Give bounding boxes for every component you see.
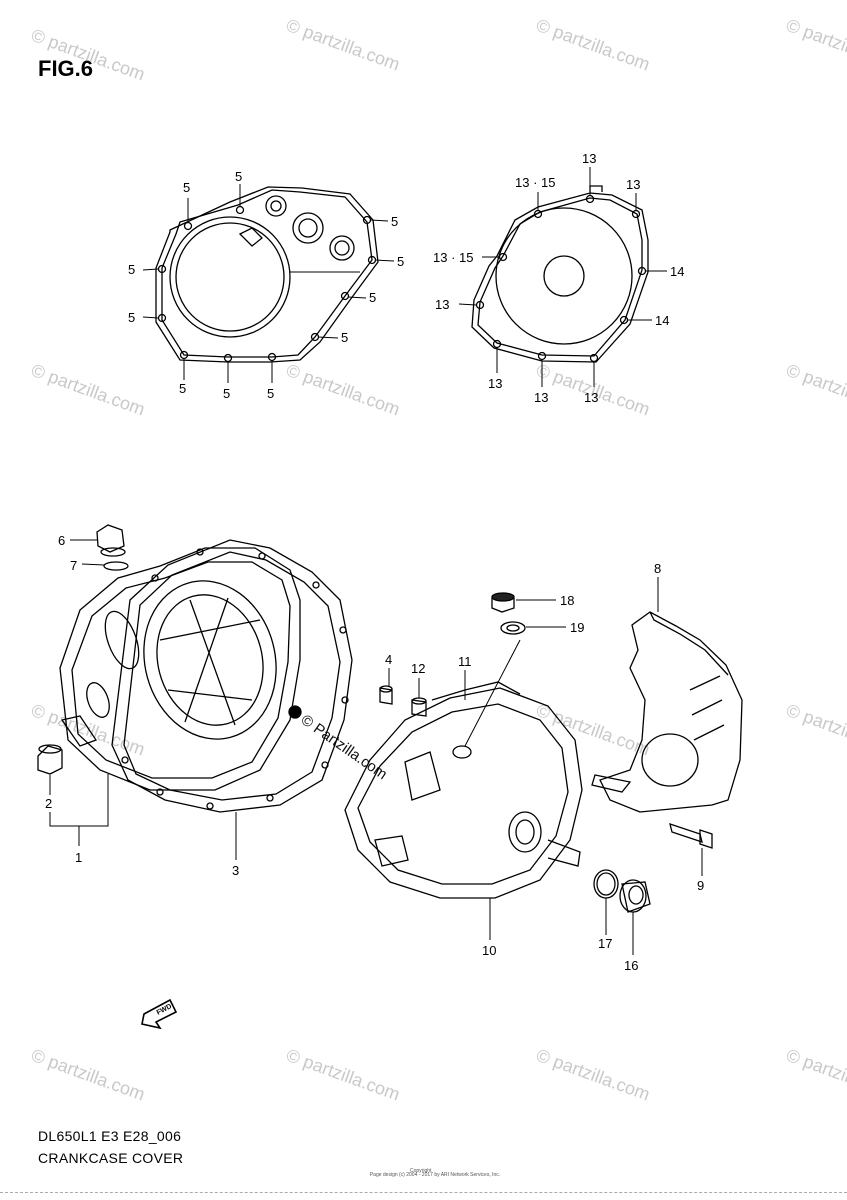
callout-13: 13 xyxy=(488,376,502,391)
bolt-9 xyxy=(669,823,713,876)
callout-5: 5 xyxy=(183,180,190,195)
figure-code: DL650L1 E3 E28_006 xyxy=(38,1128,182,1144)
callout-14: 14 xyxy=(670,264,684,279)
washer-19 xyxy=(500,621,566,635)
watermark-text: © partzilla.com xyxy=(284,1045,403,1105)
watermark-text: © partzilla.com xyxy=(284,15,403,75)
callout-2: 2 xyxy=(45,796,52,811)
callout-17: 17 xyxy=(598,936,612,951)
forward-arrow-icon: FWD xyxy=(141,998,178,1030)
watermark-text: © partzilla.com xyxy=(29,700,148,760)
watermark-text: © partzilla.com xyxy=(784,700,847,760)
callout-13: 13 xyxy=(534,390,548,405)
callout-9: 9 xyxy=(697,878,704,893)
copyright-text: Page design (c) 2004 - 2017 by ARI Netwo… xyxy=(369,1172,501,1178)
callout-1: 1 xyxy=(75,850,82,865)
watermark-group: © partzilla.com © partzilla.com © partzi… xyxy=(29,15,847,1105)
callout-5: 5 xyxy=(397,254,404,269)
callout-13: 13 xyxy=(584,390,598,405)
callout-13-15: 13 · 15 xyxy=(433,250,473,265)
callout-18: 18 xyxy=(560,593,574,608)
oil-filler-cap xyxy=(70,524,129,571)
figure-name: CRANKCASE COVER xyxy=(38,1150,184,1166)
callout-5: 5 xyxy=(179,381,186,396)
watermark-text: © partzilla.com xyxy=(784,360,847,420)
callout-13: 13 xyxy=(626,177,640,192)
callout-13-15: 13 · 15 xyxy=(515,175,555,190)
callout-3: 3 xyxy=(232,863,239,878)
generator-cover-gasket xyxy=(458,167,667,387)
plug-16 xyxy=(619,879,651,955)
watermark-text: © partzilla.com xyxy=(284,360,403,420)
callout-13: 13 xyxy=(582,151,596,166)
plug-2 xyxy=(37,744,237,860)
dowel-pin-12 xyxy=(411,678,427,717)
callout-5: 5 xyxy=(391,214,398,229)
clutch-cover xyxy=(59,539,353,813)
callout-5: 5 xyxy=(128,310,135,325)
watermark-text: © partzilla.com xyxy=(784,1045,847,1105)
o-ring-17 xyxy=(593,869,619,935)
watermark-text: © partzilla.com xyxy=(534,700,653,760)
clutch-cover-gasket xyxy=(142,184,395,383)
callout-4: 4 xyxy=(385,652,392,667)
watermark-text: © partzilla.com xyxy=(784,15,847,75)
callout-5: 5 xyxy=(341,330,348,345)
callout-8: 8 xyxy=(654,561,661,576)
callout-5: 5 xyxy=(235,169,242,184)
callout-16: 16 xyxy=(624,958,638,973)
grommet-18 xyxy=(491,592,556,613)
callout-10: 10 xyxy=(482,943,496,958)
callout-19: 19 xyxy=(570,620,584,635)
figure-title: FIG.6 xyxy=(38,56,94,81)
callout-14: 14 xyxy=(655,313,669,328)
dowel-pin-4 xyxy=(379,668,393,705)
callout-5: 5 xyxy=(369,290,376,305)
watermark-text: © partzilla.com xyxy=(29,25,148,85)
generator-cover xyxy=(344,639,583,940)
watermark-text: © partzilla.com xyxy=(29,360,148,420)
callout-12: 12 xyxy=(411,661,425,676)
sprocket-cover-8 xyxy=(591,577,743,813)
callout-5: 5 xyxy=(223,386,230,401)
callout-5: 5 xyxy=(267,386,274,401)
callout-11: 11 xyxy=(458,654,472,669)
bottom-divider xyxy=(0,1192,847,1193)
watermark-text: © partzilla.com xyxy=(29,1045,148,1105)
copyright-head: Copyright xyxy=(410,1168,432,1174)
callout-6: 6 xyxy=(58,533,65,548)
callout-5: 5 xyxy=(128,262,135,277)
watermark-text: © partzilla.com xyxy=(534,15,653,75)
callout-13: 13 xyxy=(435,297,449,312)
watermark-text: © partzilla.com xyxy=(534,1045,653,1105)
callout-7: 7 xyxy=(70,558,77,573)
